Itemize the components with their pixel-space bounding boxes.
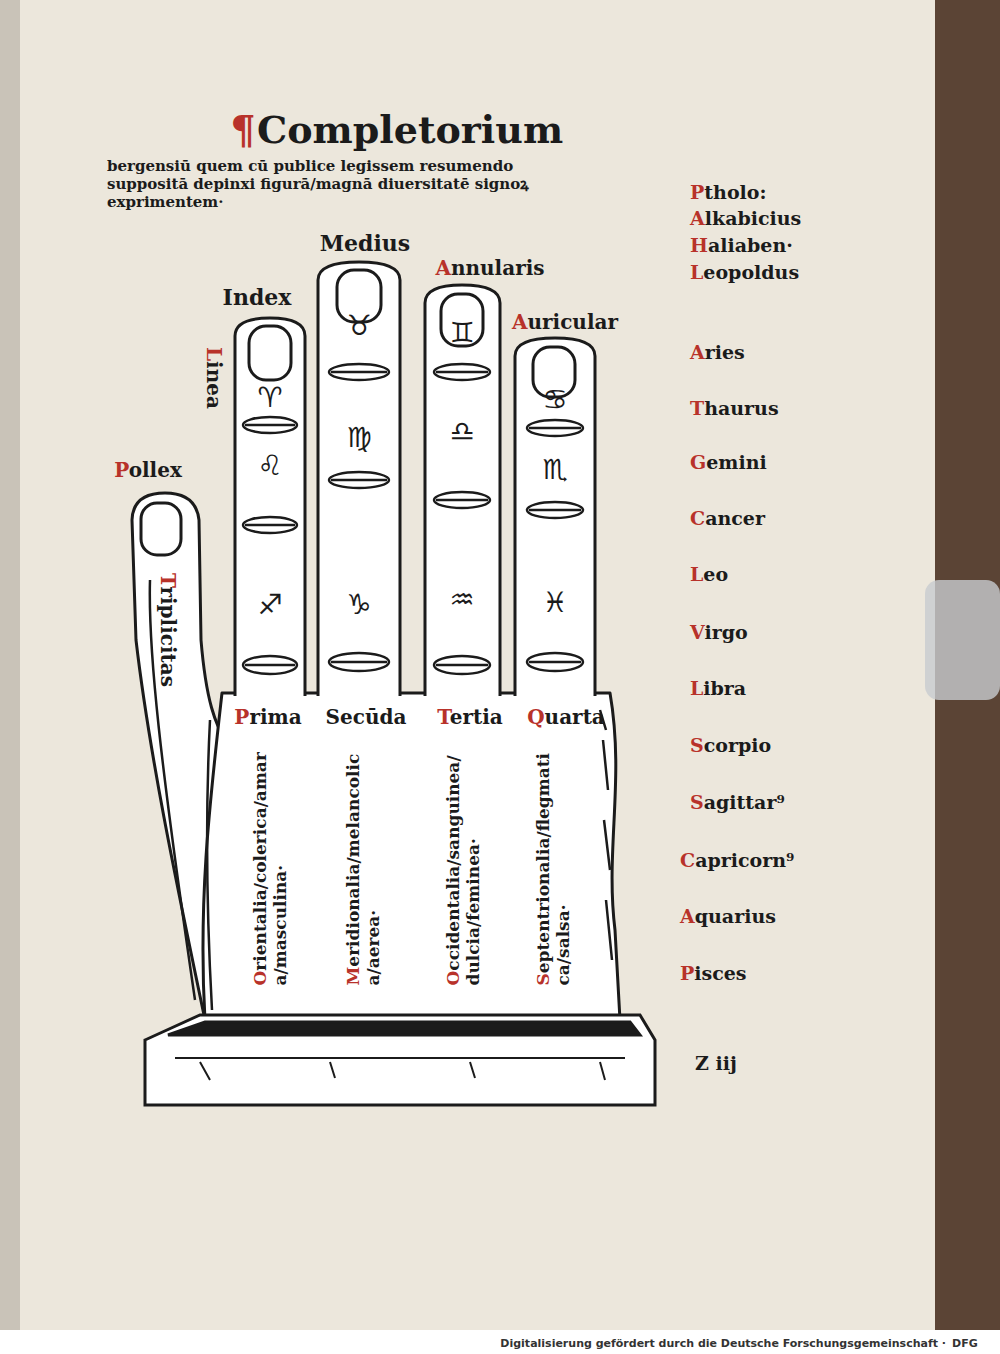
author-name: Ptholo: xyxy=(690,181,766,204)
dfg-logo: DFG xyxy=(952,1337,978,1350)
ring-finger xyxy=(425,285,500,696)
triplicity-number: Tertia xyxy=(437,705,503,729)
cuff-opening xyxy=(168,1022,640,1035)
zodiac-name: Aquarius xyxy=(680,905,776,928)
pilcrow: ¶ xyxy=(230,106,255,154)
triplicity-number: Secūda xyxy=(326,705,407,729)
title: Completorium xyxy=(257,107,563,153)
zodiac-symbol: ♎ xyxy=(449,415,474,449)
author-name: Alkabicius xyxy=(690,207,801,230)
zodiac-symbol: ♓ xyxy=(542,586,567,620)
triplicity-quality: Orientalia/colerica/amara/masculina· xyxy=(250,751,291,986)
index-finger xyxy=(235,318,305,696)
zodiac-symbol: ♌ xyxy=(257,449,282,483)
clip xyxy=(925,580,1000,700)
zodiac-symbol: ♒ xyxy=(449,583,474,617)
finger-name: Auricular xyxy=(512,310,618,334)
signature-mark: Z iij xyxy=(695,1052,737,1075)
zodiac-symbol: ♏ xyxy=(542,453,567,487)
zodiac-name: Cancer xyxy=(690,507,765,530)
author-name: Leopoldus xyxy=(690,261,799,284)
fingernail xyxy=(249,326,291,380)
cuff-detail xyxy=(175,1058,625,1080)
thumb-name: Pollex xyxy=(114,458,182,482)
hatching xyxy=(150,580,612,1010)
triplicity-name: Triplicitas xyxy=(156,573,180,687)
zodiac-name: Virgo xyxy=(690,621,748,644)
triplicity-quality: Occidentalia/sanguinea/dulcia/feminea· xyxy=(443,751,484,986)
book-page xyxy=(18,0,938,1330)
zodiac-name: Sagittar⁹ xyxy=(690,791,785,814)
fingernail xyxy=(141,503,181,555)
subtitle: bergensiū quem cū publice legissem resum… xyxy=(107,157,557,211)
line-name: Linea xyxy=(202,347,226,409)
triplicity-number: Quarta xyxy=(527,705,605,729)
zodiac-symbol: ♋ xyxy=(542,383,567,417)
funding-note: Digitalisierung gefördert durch die Deut… xyxy=(500,1337,946,1350)
little-finger xyxy=(515,338,595,696)
finger-name: Medius xyxy=(320,230,410,256)
zodiac-symbol: ♉ xyxy=(346,309,371,343)
triplicity-quality: Meridionalia/melancolica/aerea· xyxy=(343,751,384,986)
zodiac-name: Scorpio xyxy=(690,734,771,757)
triplicity-quality: Septentrionalia/flegmatica/salsa· xyxy=(533,751,574,986)
finger-name: Annularis xyxy=(435,256,544,280)
zodiac-symbol: ♑ xyxy=(346,588,371,622)
zodiac-symbol: ♍ xyxy=(346,421,371,455)
cuff xyxy=(145,1015,655,1105)
zodiac-name: Leo xyxy=(690,563,728,586)
zodiac-name: Capricorn⁹ xyxy=(680,849,794,872)
palm xyxy=(203,693,620,1020)
finger-name: Index xyxy=(223,284,292,310)
footer-bar xyxy=(0,1330,1000,1354)
zodiac-name: Thaurus xyxy=(690,397,779,420)
zodiac-symbol: ♈ xyxy=(257,381,282,415)
zodiac-name: Aries xyxy=(690,341,745,364)
zodiac-name: Libra xyxy=(690,677,746,700)
author-name: Haliaben· xyxy=(690,234,793,257)
triplicity-number: Prima xyxy=(234,705,301,729)
facing-page-edge xyxy=(0,0,20,1330)
zodiac-symbol: ♐ xyxy=(257,588,282,622)
knuckle-crease xyxy=(245,372,581,665)
zodiac-name: Pisces xyxy=(680,962,747,985)
zodiac-symbol: ♊ xyxy=(449,316,474,350)
zodiac-name: Gemini xyxy=(690,451,767,474)
